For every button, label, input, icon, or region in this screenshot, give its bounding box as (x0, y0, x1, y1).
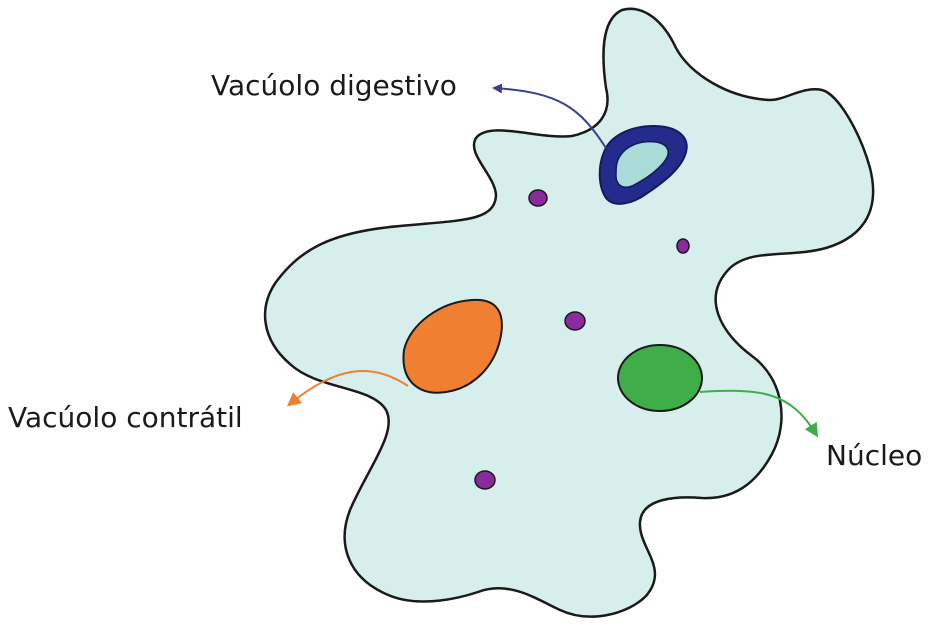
digestive-vacuole-label: Vacúolo digestivo (211, 72, 457, 100)
contractile-vacuole-label: Vacúolo contrátil (8, 404, 243, 432)
nucleus (618, 345, 702, 411)
granule (475, 471, 495, 489)
granule (677, 239, 689, 253)
granule (529, 190, 547, 206)
nucleus-label: Núcleo (826, 442, 922, 470)
granule (565, 312, 585, 330)
